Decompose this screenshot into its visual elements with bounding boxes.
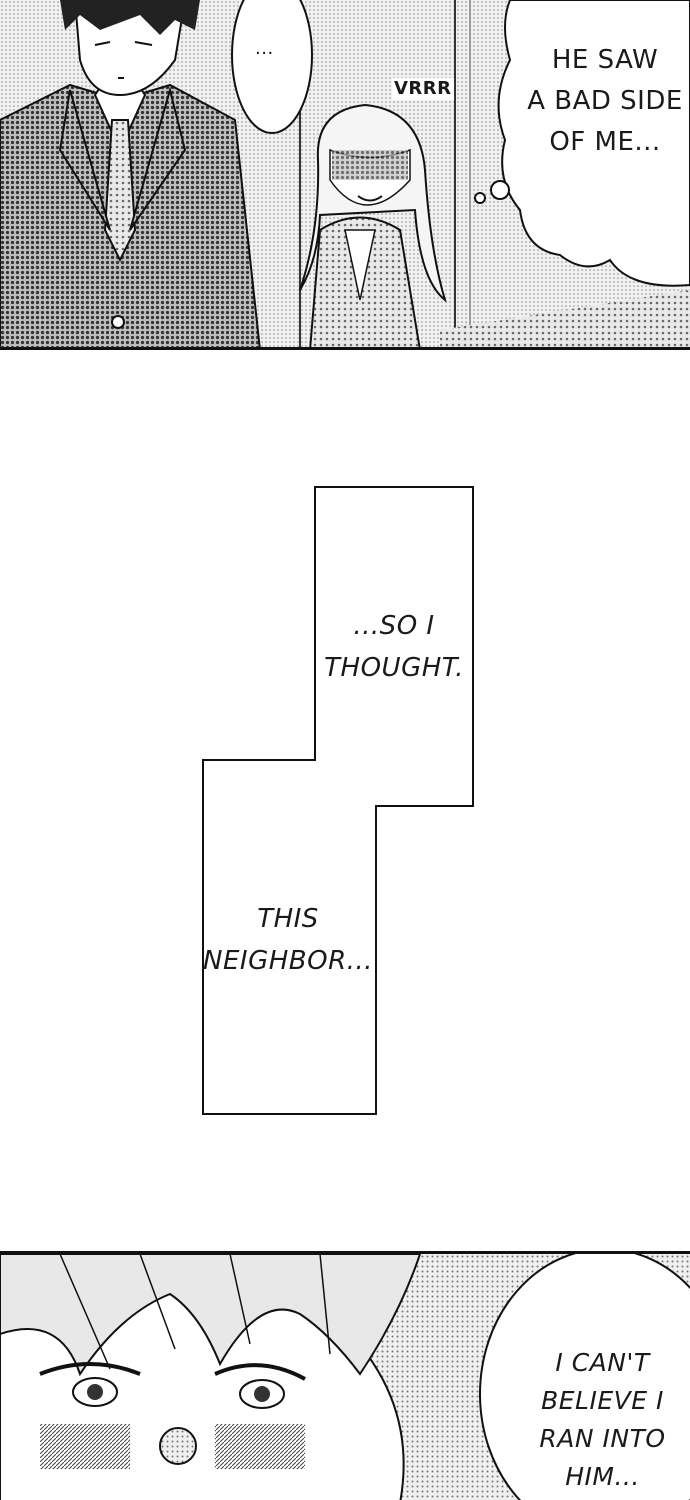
sfx-vrrr: VRRR: [392, 78, 454, 100]
speech-bubble-bottom: [479, 1254, 690, 1500]
speech-ellipsis: ...: [255, 38, 274, 59]
narration-box-1: ...SO I THOUGHT.: [315, 605, 473, 689]
panel-top-artwork: [0, 0, 690, 347]
man-hair: [60, 0, 200, 35]
narration-1-line-2: THOUGHT.: [324, 653, 464, 683]
girl-body: [309, 216, 421, 347]
thought-line-3: OF ME...: [549, 127, 661, 157]
speech-line-2: BELIEVE I: [541, 1386, 664, 1415]
narration-2-line-1: THIS: [257, 904, 319, 934]
narration-2-line-2: NEIGHBOR...: [203, 946, 373, 976]
thought-text: HE SAW A BAD SIDE OF ME...: [520, 40, 690, 163]
speech-bubble-ellipsis: [231, 0, 313, 134]
thought-line-1: HE SAW: [551, 45, 659, 75]
right-blush: [215, 1424, 305, 1469]
sweat-drop: [159, 1427, 197, 1465]
left-blush: [40, 1424, 130, 1469]
narration-box-2: THIS NEIGHBOR...: [200, 898, 376, 982]
narration-1-line-1: ...SO I: [353, 611, 435, 641]
manga-panel-bottom: I CAN'T BELIEVE I RAN INTO HIM...: [0, 1251, 690, 1500]
speech-text-bottom: I CAN'T BELIEVE I RAN INTO HIM...: [515, 1344, 690, 1496]
girl-hair-closeup: [0, 1254, 422, 1377]
panel-bottom-artwork: [0, 1254, 690, 1500]
speech-line-3: RAN INTO: [539, 1424, 666, 1453]
thought-line-2: A BAD SIDE: [527, 86, 683, 116]
thought-bubble: [497, 0, 690, 287]
thought-dot-small: [474, 192, 486, 204]
thought-dot-large: [490, 180, 510, 200]
manga-panel-top: ... VRRR HE SAW A BAD SIDE OF ME...: [0, 0, 690, 350]
speech-line-4: HIM...: [565, 1462, 640, 1491]
tie: [103, 119, 137, 263]
speech-line-1: I CAN'T: [555, 1348, 650, 1377]
